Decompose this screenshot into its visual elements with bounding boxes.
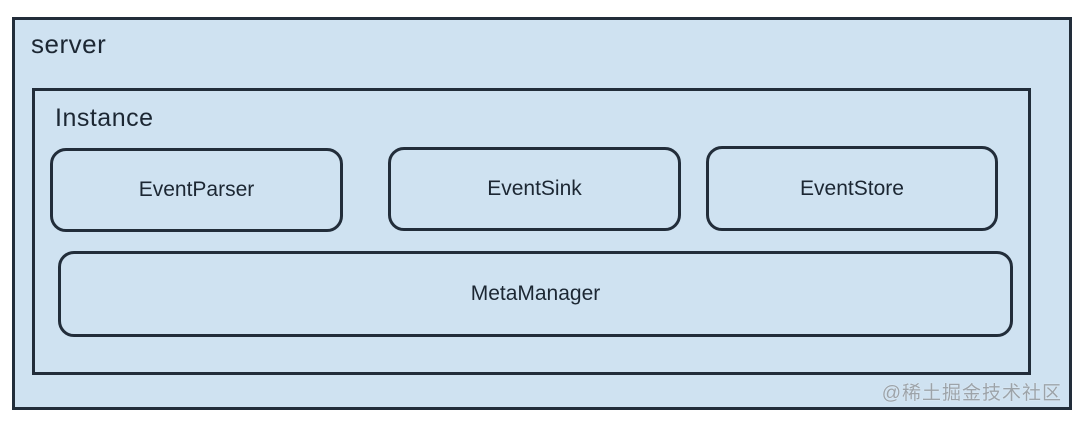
instance-label: Instance — [55, 104, 154, 132]
event-store-box: EventStore — [706, 146, 998, 231]
meta-manager-box: MetaManager — [58, 251, 1013, 337]
server-label: server — [31, 29, 107, 59]
event-parser-box: EventParser — [50, 148, 343, 232]
event-sink-box: EventSink — [388, 147, 681, 231]
watermark-text: @稀土掘金技术社区 — [881, 383, 1062, 404]
server-container: server Instance EventParser EventSink Ev… — [12, 17, 1072, 410]
instance-container: Instance EventParser EventSink EventStor… — [32, 88, 1031, 375]
